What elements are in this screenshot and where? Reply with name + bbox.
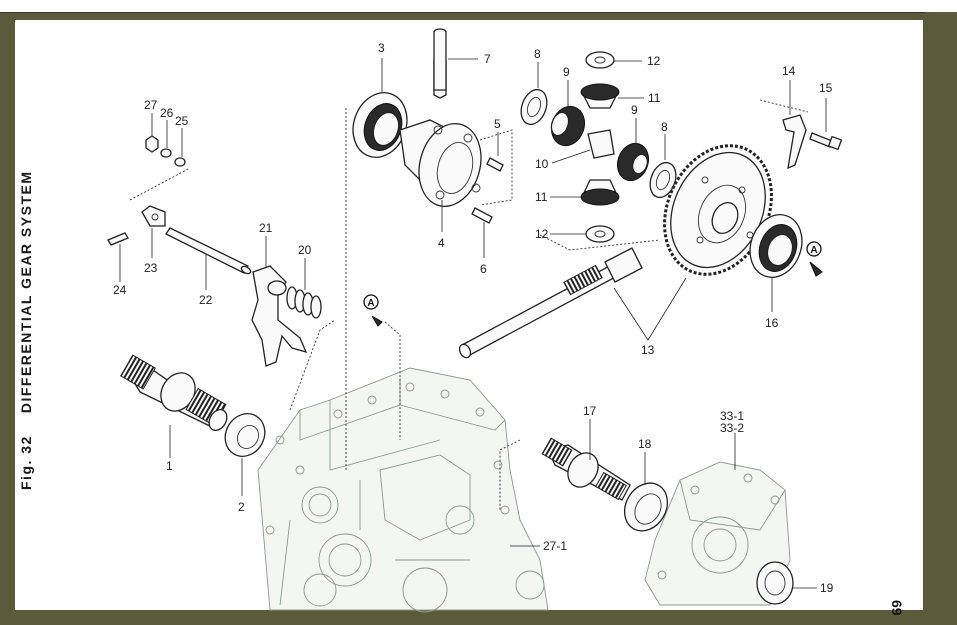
input-shaft-1 <box>120 354 228 431</box>
callout-8-right: 8 <box>661 120 668 134</box>
differential-case-4 <box>399 28 482 207</box>
callout-17: 17 <box>583 404 597 418</box>
callout-24: 24 <box>113 283 127 297</box>
callout-7: 7 <box>484 52 491 66</box>
page-edge <box>925 12 957 625</box>
washer-8-left <box>520 88 548 126</box>
washer-8-right <box>649 161 677 199</box>
marker-a-right: A <box>806 241 823 277</box>
callout-8: 8 <box>534 47 541 61</box>
pin-6 <box>471 207 493 224</box>
spline-collar-2 <box>224 413 266 457</box>
callout-11: 11 <box>648 91 661 105</box>
callout-20: 20 <box>298 243 312 257</box>
marker-a-left-label: A <box>367 298 374 309</box>
washer-26 <box>160 148 172 158</box>
bolt-15 <box>809 132 843 151</box>
callout-13: 13 <box>641 343 655 357</box>
callout-3: 3 <box>378 41 385 55</box>
oil-seal-19 <box>756 561 794 605</box>
side-gear-9-right <box>616 142 650 182</box>
callout-6: 6 <box>480 262 487 276</box>
shift-lever-23 <box>141 205 166 227</box>
pin-24 <box>107 232 129 246</box>
marker-a-right-label: A <box>810 245 817 256</box>
callout-10: 10 <box>535 157 549 171</box>
transmission-cover <box>644 461 791 606</box>
callout-27-1: 27-1 <box>543 539 567 553</box>
bracket-14 <box>782 114 807 170</box>
pin-5 <box>486 157 504 172</box>
callout-18: 18 <box>638 437 652 451</box>
callout-12-bottom: 12 <box>535 227 549 241</box>
washer-12-top <box>585 51 615 69</box>
callout-12: 12 <box>647 54 661 68</box>
nut-27 <box>145 135 159 153</box>
marker-a-left: A <box>363 294 383 327</box>
differential-shaft-13 <box>458 247 643 359</box>
callout-21: 21 <box>259 221 273 235</box>
shift-rod-22 <box>165 227 252 275</box>
callout-1: 1 <box>166 459 173 473</box>
callout-33-2: 33-2 <box>720 421 744 435</box>
callout-19: 19 <box>820 581 834 595</box>
callout-27: 27 <box>144 98 158 112</box>
callout-labels: 3 7 8 12 9 11 9 8 10 5 4 6 11 12 14 15 1… <box>113 41 834 595</box>
side-gear-9-left <box>550 105 586 147</box>
callout-9-right: 9 <box>631 103 638 117</box>
callout-11-bottom: 11 <box>535 190 548 204</box>
pinion-gear-11-bottom <box>580 179 620 206</box>
callout-26: 26 <box>160 106 174 120</box>
callout-25: 25 <box>175 114 189 128</box>
callout-16: 16 <box>765 316 779 330</box>
transmission-case <box>257 367 549 613</box>
callout-15: 15 <box>819 81 833 95</box>
spring-20 <box>286 286 322 319</box>
shift-fork-21 <box>251 265 308 367</box>
pinion-shaft-17 <box>541 437 631 501</box>
washer-12-bottom <box>585 225 615 243</box>
callout-33-1: 33-1 <box>720 409 744 423</box>
callout-9: 9 <box>563 65 570 79</box>
bearing-16 <box>749 214 803 278</box>
spider-10 <box>587 129 615 159</box>
callout-14: 14 <box>782 64 796 78</box>
bearing-3 <box>352 92 408 158</box>
callout-4: 4 <box>438 236 445 250</box>
leader-lines <box>119 58 827 589</box>
window-top-bar <box>0 0 957 13</box>
callout-23: 23 <box>144 261 158 275</box>
bearing-18 <box>623 482 669 532</box>
callout-5: 5 <box>494 117 501 131</box>
callout-22: 22 <box>199 293 213 307</box>
bolt-25 <box>174 157 186 167</box>
callout-2: 2 <box>238 500 245 514</box>
pinion-gear-11-top <box>580 83 620 109</box>
